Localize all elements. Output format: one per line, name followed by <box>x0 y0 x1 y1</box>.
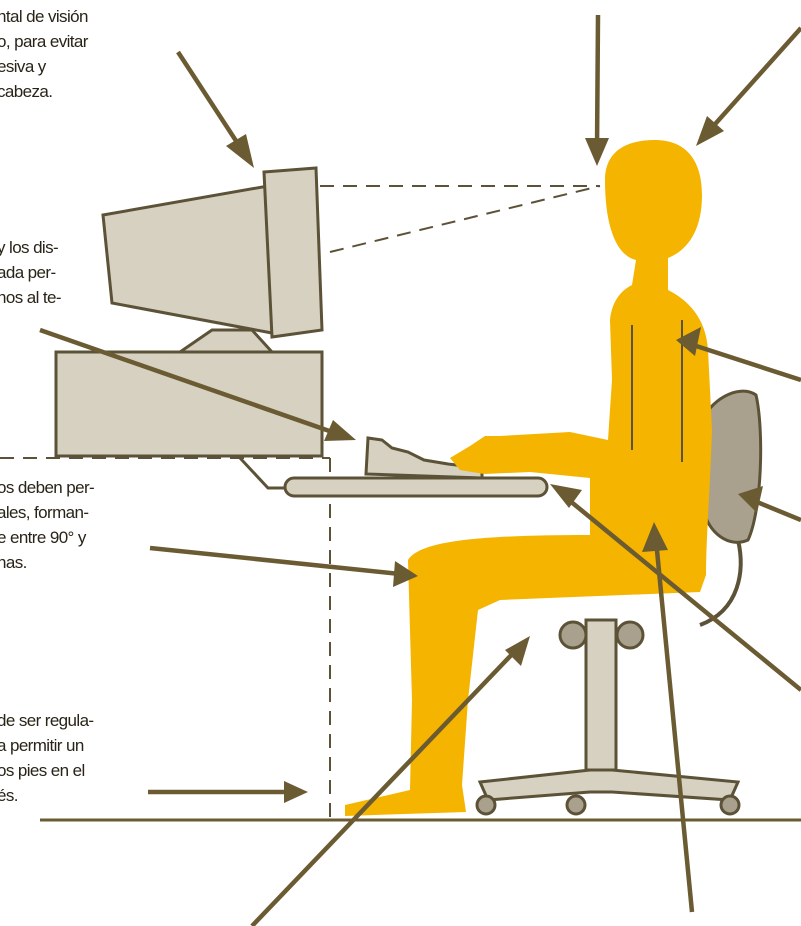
caption-line: de ser regula- <box>0 708 94 733</box>
caption-line: nas. <box>0 550 94 575</box>
arrow-monitor <box>178 52 242 150</box>
caption-line: y los dis- <box>0 235 61 260</box>
caption-line: os deben per- <box>0 475 94 500</box>
chair-wheel-3 <box>721 796 739 814</box>
caption-line: a permitir un <box>0 733 94 758</box>
caption-footrest: de ser regula- a permitir un os pies en … <box>0 708 94 808</box>
sightline-dashes <box>0 186 655 820</box>
chair-wheel-2 <box>567 796 585 814</box>
chair-column <box>586 620 616 770</box>
chair-wheel-1 <box>477 796 495 814</box>
arrow-knees <box>150 548 400 574</box>
chair-base <box>480 770 738 800</box>
cpu-case <box>56 352 322 456</box>
caption-line: cabeza. <box>0 79 88 104</box>
caption-line: ales, forman- <box>0 500 94 525</box>
chair-knob-right <box>617 622 643 648</box>
chair-knob-left <box>560 622 586 648</box>
arrow-head <box>708 28 801 132</box>
caption-line: és. <box>0 783 94 808</box>
monitor-screen <box>264 168 322 337</box>
caption-keyboard: y los dis- ada per- nos al te- <box>0 235 61 310</box>
caption-line: ada per- <box>0 260 61 285</box>
keyboard-tray <box>285 478 547 496</box>
monitor-body <box>103 186 272 333</box>
caption-line: ntal de visión <box>0 4 88 29</box>
caption-line: os pies en el <box>0 758 94 783</box>
caption-line: e entre 90° y <box>0 525 94 550</box>
caption-line: o, para evitar <box>0 29 88 54</box>
caption-line: nos al te- <box>0 285 61 310</box>
arrow-eyes <box>597 15 598 150</box>
caption-legs: os deben per- ales, forman- e entre 90° … <box>0 475 94 575</box>
arrow-backrest <box>752 500 801 520</box>
monitor-stand <box>180 330 272 352</box>
caption-line: esiva y <box>0 54 88 79</box>
caption-monitor-height: ntal de visión o, para evitar esiva y ca… <box>0 4 88 104</box>
